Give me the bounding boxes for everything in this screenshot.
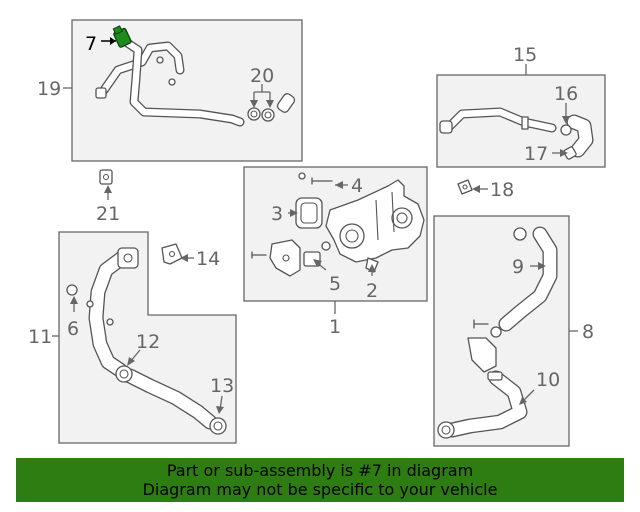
bypass-pipe-15[interactable] (439, 107, 594, 160)
callout-10[interactable]: 10 (536, 369, 560, 391)
callout-7[interactable]: 7 (85, 33, 97, 55)
callout-18[interactable]: 18 (490, 179, 514, 201)
bracket-14[interactable] (161, 243, 183, 265)
arrow-3 (290, 209, 298, 217)
clamp-20[interactable] (247, 92, 296, 122)
banner-line-1: Part or sub-assembly is #7 in diagram (166, 461, 474, 480)
arrow-14 (180, 254, 188, 262)
callout-21[interactable]: 21 (96, 203, 120, 225)
callout-4[interactable]: 4 (351, 175, 363, 197)
arrow-12 (127, 357, 135, 366)
arrow-9 (538, 262, 546, 270)
connector-8[interactable] (467, 319, 503, 381)
arrow-7 (110, 37, 116, 45)
arrow-17 (560, 149, 568, 157)
arrow-2 (368, 264, 376, 272)
arrow-21 (104, 185, 112, 193)
callout-17[interactable]: 17 (524, 143, 548, 165)
hose-12-13[interactable] (115, 365, 227, 435)
arrow-5 (313, 259, 322, 267)
water-pipe-19[interactable] (95, 37, 245, 127)
callout-16[interactable]: 16 (554, 83, 578, 105)
arrow-18 (472, 185, 480, 193)
info-banner: Part or sub-assembly is #7 in diagram Di… (16, 458, 624, 502)
callout-13[interactable]: 13 (210, 375, 234, 397)
arrow-13 (216, 406, 224, 414)
callout-9[interactable]: 9 (512, 256, 524, 278)
callout-20[interactable]: 20 (250, 65, 274, 87)
arrow-16 (562, 116, 570, 124)
leader-20 (253, 84, 271, 104)
arrow-10 (519, 397, 527, 405)
arrow-6 (70, 296, 78, 304)
callout-14[interactable]: 14 (196, 248, 220, 270)
callout-6[interactable]: 6 (67, 318, 79, 340)
coolant-pipe-11[interactable] (66, 247, 139, 378)
hose-9[interactable] (498, 226, 558, 332)
callout-5[interactable]: 5 (329, 273, 341, 295)
bracket-21[interactable] (99, 169, 113, 185)
hose-10[interactable] (437, 370, 528, 439)
callout-19[interactable]: 19 (37, 78, 61, 100)
callout-2[interactable]: 2 (366, 280, 378, 302)
arrow-20 (250, 100, 274, 108)
callout-15[interactable]: 15 (513, 44, 537, 66)
callout-1[interactable]: 1 (329, 316, 341, 338)
thermostat-housing-1[interactable] (251, 172, 425, 277)
callout-11[interactable]: 11 (28, 326, 52, 348)
banner-line-2: Diagram may not be specific to your vehi… (142, 480, 498, 499)
clip-18[interactable] (457, 179, 473, 195)
callout-8[interactable]: 8 (582, 321, 594, 343)
arrow-4 (335, 181, 343, 189)
callout-3[interactable]: 3 (271, 203, 283, 225)
callout-12[interactable]: 12 (136, 331, 160, 353)
sensor-7[interactable] (112, 25, 132, 48)
